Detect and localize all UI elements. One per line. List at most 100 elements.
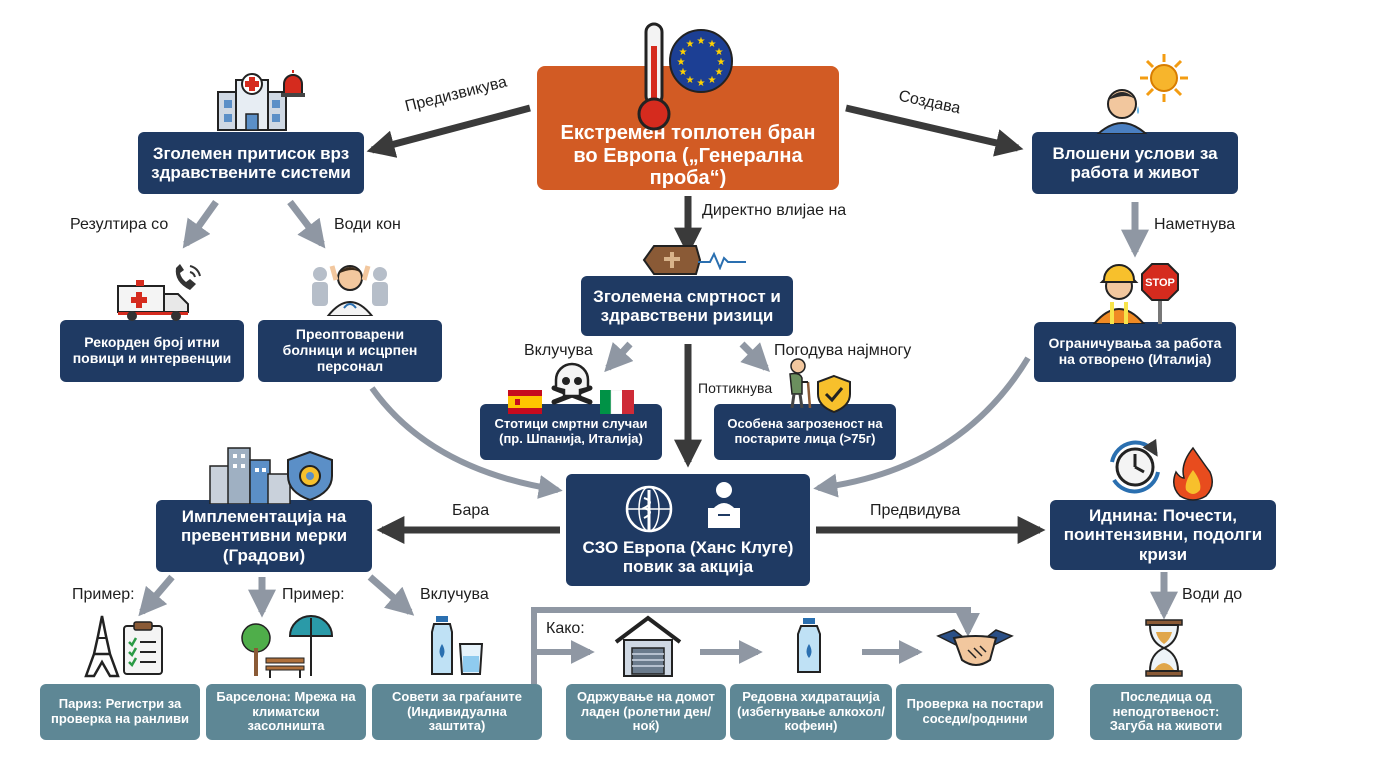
svg-text:★: ★ bbox=[679, 47, 688, 58]
svg-text:★: ★ bbox=[717, 57, 726, 68]
arrow-affects-most bbox=[739, 341, 770, 372]
future-label: Иднина: Почести, поинтензивни, подолги к… bbox=[1063, 506, 1263, 564]
work-conditions-node: Влошени услови за работа и живот bbox=[1032, 132, 1238, 194]
svg-text:★: ★ bbox=[686, 39, 695, 50]
cool-home-node: Одржување на домот ладен (ролетни ден/но… bbox=[566, 684, 726, 740]
barcelona-node: Барселона: Мрежа на климатски засолништа bbox=[206, 684, 366, 740]
mortality-label: Зголемена смртност и здравствени ризици bbox=[593, 286, 781, 325]
italy-flag-icon bbox=[600, 390, 634, 414]
elderly-person-icon bbox=[780, 358, 816, 408]
who-call-node: СЗО Европа (Ханс Клуге) повик за акција bbox=[566, 474, 810, 586]
preventive-node: Имплементација на превентивни мерки (Гра… bbox=[156, 500, 372, 572]
check-elderly-label: Проверка на постари соседи/роднини bbox=[906, 696, 1044, 726]
deaths-label: Стотици смртни случаи (пр. Шпанија, Итал… bbox=[494, 416, 648, 446]
paris-node: Париз: Регистри за проверка на ранливи bbox=[40, 684, 200, 740]
heatwave-main-label: Екстремен топлотен бран во Европа („Гене… bbox=[560, 122, 816, 190]
alarm-icon bbox=[278, 70, 308, 98]
who-logo-icon bbox=[624, 484, 674, 534]
edge-label-directly-affects: Директно влијае на bbox=[702, 202, 847, 219]
fire-icon bbox=[1170, 446, 1216, 502]
clipboard-icon bbox=[122, 620, 164, 676]
svg-text:★: ★ bbox=[708, 75, 717, 86]
hospital-icon bbox=[214, 70, 290, 132]
svg-text:★: ★ bbox=[697, 78, 706, 89]
edge-label-affects-most: Погодува најмногу bbox=[774, 342, 912, 359]
stressed-doctor-icon bbox=[308, 252, 392, 316]
worker-icon bbox=[1090, 258, 1148, 324]
water-bottle-icon bbox=[428, 614, 488, 676]
pulse-icon bbox=[698, 250, 746, 270]
arrow-includes-2 bbox=[367, 574, 415, 616]
citizen-advice-node: Совети за граѓаните (Индивидуална заштит… bbox=[372, 684, 542, 740]
outdoor-limits-label: Ограничувања за работа на отворено (Итал… bbox=[1048, 335, 1222, 367]
ambulance-icon bbox=[116, 278, 190, 322]
hydration-node: Редовна хидратација (избегнување алкохол… bbox=[730, 684, 892, 740]
mortality-node: Зголемена смртност и здравствени ризици bbox=[581, 276, 793, 336]
park-tree-bench-icon bbox=[240, 618, 306, 678]
overloaded-hospitals-node: Преоптоварени болници и исцрпен персонал bbox=[258, 320, 442, 382]
shield-icon bbox=[816, 374, 852, 414]
check-elderly-node: Проверка на постари соседи/роднини bbox=[896, 684, 1054, 740]
arrow-example-1 bbox=[138, 574, 175, 617]
svg-text:★: ★ bbox=[697, 36, 706, 47]
paris-label: Париз: Регистри за проверка на ранливи bbox=[50, 696, 190, 726]
cool-home-label: Одржување на домот ладен (ролетни ден/но… bbox=[576, 689, 716, 734]
arrow-leads-to-1 bbox=[287, 199, 326, 249]
gear-shield-icon bbox=[286, 450, 334, 502]
health-pressure-node: Зголемен притисок врз здравствените сист… bbox=[138, 132, 364, 194]
consequence-node: Последица од неподготвеност: Загуба на ж… bbox=[1090, 684, 1242, 740]
who-call-label: СЗО Европа (Ханс Клуге) повик за акција bbox=[582, 537, 794, 576]
umbrella-icon bbox=[288, 614, 334, 676]
arrow-hospitals-to-who bbox=[369, 386, 563, 499]
speaker-icon bbox=[700, 480, 748, 530]
preventive-label: Имплементација на превентивни мерки (Гра… bbox=[180, 507, 348, 565]
emergency-calls-node: Рекорден број итни повици и интервенции bbox=[60, 320, 244, 382]
spain-flag-icon bbox=[508, 390, 542, 414]
thermometer-icon bbox=[636, 22, 672, 134]
edge-label-imposes: Наметнува bbox=[1154, 216, 1236, 233]
arrow-how-bracket bbox=[531, 607, 980, 684]
eiffel-tower-icon bbox=[82, 614, 122, 678]
future-node: Иднина: Почести, поинтензивни, подолги к… bbox=[1050, 500, 1276, 570]
citizen-advice-label: Совети за граѓаните (Индивидуална заштит… bbox=[392, 689, 522, 734]
eu-flag-icon: ★★★ ★★★ ★★★ ★★★ bbox=[668, 28, 734, 94]
edge-label-example-1: Пример: bbox=[72, 586, 135, 603]
sweating-person-icon bbox=[1094, 84, 1150, 134]
work-conditions-label: Влошени услови за работа и живот bbox=[1052, 143, 1218, 182]
hourglass-icon bbox=[1144, 618, 1184, 678]
edge-label-prompted: Поттикнува bbox=[698, 380, 773, 396]
emergency-calls-label: Рекорден број итни повици и интервенции bbox=[72, 334, 232, 366]
clock-icon bbox=[1104, 436, 1166, 498]
edge-label-leads-to-2: Води до bbox=[1182, 586, 1243, 603]
skull-icon bbox=[550, 362, 594, 410]
health-pressure-label: Зголемен притисок врз здравствените сист… bbox=[151, 143, 351, 182]
arrow-results-in bbox=[182, 199, 219, 249]
hydration-label: Редовна хидратација (избегнување алкохол… bbox=[737, 689, 885, 734]
arrow-outdoor-to-who bbox=[813, 356, 1031, 498]
edge-label-leads-to-1: Води кон bbox=[334, 216, 401, 233]
coffin-icon bbox=[640, 242, 702, 278]
svg-text:★: ★ bbox=[686, 75, 695, 86]
consequence-label: Последица од неподготвеност: Загуба на ж… bbox=[1109, 689, 1223, 734]
arrow-provoked bbox=[366, 104, 531, 158]
edge-label-how: Како: bbox=[546, 620, 585, 637]
edge-label-example-2: Пример: bbox=[282, 586, 345, 603]
edge-label-predicts: Предвидува bbox=[870, 502, 961, 519]
edge-label-includes-1: Вклучува bbox=[524, 342, 593, 359]
outdoor-limits-node: Ограничувања за работа на отворено (Итал… bbox=[1034, 322, 1236, 382]
svg-text:★: ★ bbox=[708, 39, 717, 50]
svg-text:★: ★ bbox=[677, 57, 686, 68]
svg-text:★: ★ bbox=[715, 47, 724, 58]
house-icon bbox=[614, 614, 682, 678]
svg-text:★: ★ bbox=[715, 67, 724, 78]
svg-text:★: ★ bbox=[679, 67, 688, 78]
edge-label-demands: Бара bbox=[452, 502, 490, 519]
elderly-label: Особена загрозеност на постарите лица (>… bbox=[727, 416, 883, 446]
sun-icon bbox=[1138, 52, 1190, 104]
barcelona-label: Барселона: Мрежа на климатски засолништа bbox=[216, 689, 356, 734]
handshake-icon bbox=[936, 620, 1014, 676]
heatwave-main-node: Екстремен топлотен бран во Европа („Гене… bbox=[537, 66, 839, 190]
phone-icon bbox=[170, 262, 204, 294]
stop-sign-icon: STOP bbox=[1140, 262, 1180, 324]
